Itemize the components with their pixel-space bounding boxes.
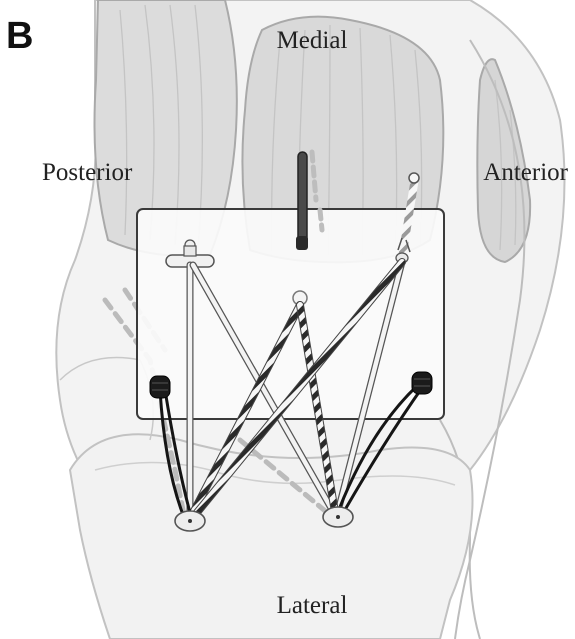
anchor-left: [150, 376, 170, 398]
anchor-right: [412, 372, 432, 394]
label-medial: Medial: [277, 27, 348, 54]
label-posterior: Posterior: [42, 159, 133, 186]
label-anterior: Anterior: [483, 159, 568, 186]
inset-frame: [137, 209, 444, 419]
panel-label: B: [6, 15, 33, 57]
label-lateral: Lateral: [277, 592, 348, 619]
